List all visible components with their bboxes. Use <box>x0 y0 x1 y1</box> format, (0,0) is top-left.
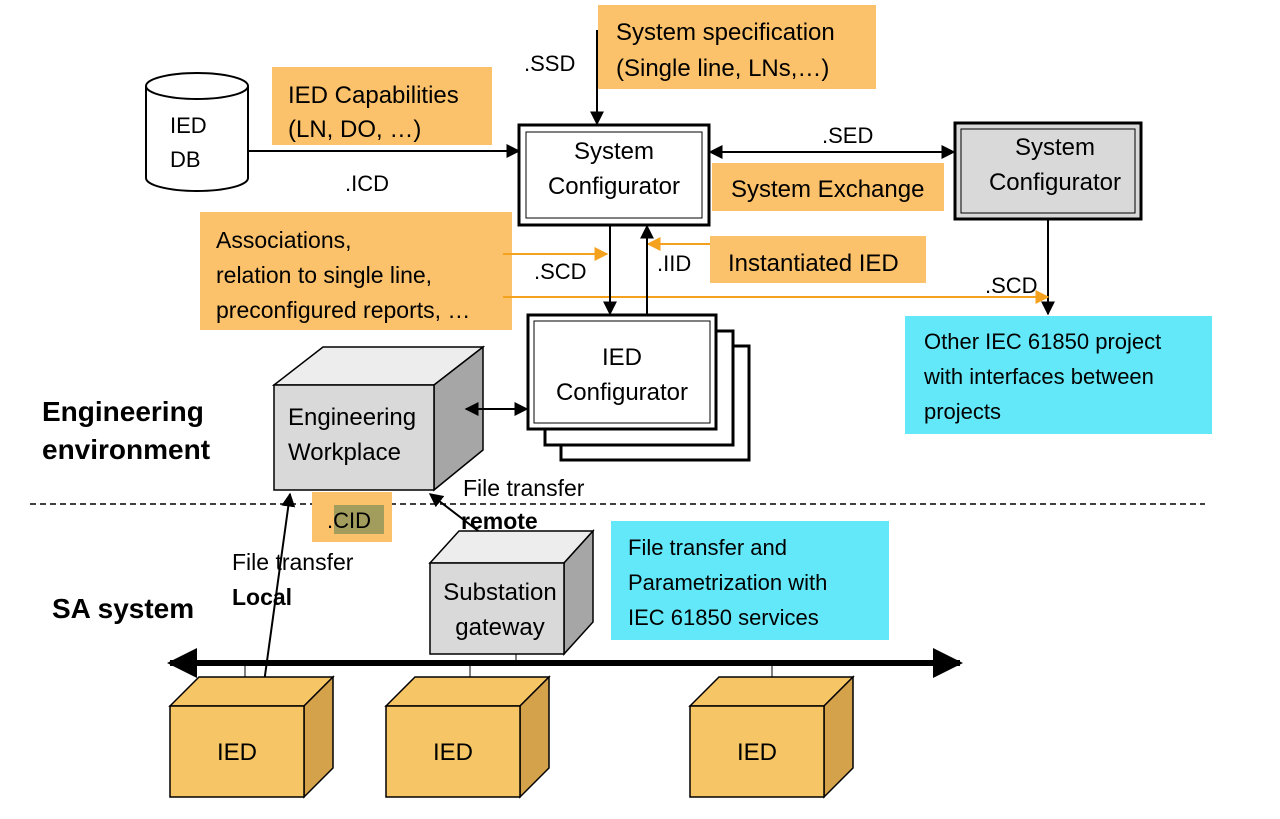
iid-file-label: .IID <box>657 251 691 276</box>
file-transfer-remote-line2: remote <box>461 508 538 534</box>
other-project-note: Other IEC 61850 project with interfaces … <box>905 316 1212 434</box>
associations-label: Associations, relation to single line, p… <box>200 212 512 330</box>
parametrization-note: File transfer and Parametrization with I… <box>611 521 889 640</box>
ied-device-3: IED <box>688 675 855 799</box>
svg-text:System specification: System specification <box>616 19 835 46</box>
svg-text:projects: projects <box>924 399 1001 424</box>
substation-gateway-box: Substation gateway <box>428 529 595 656</box>
instantiated-ied-label: Instantiated IED <box>710 236 926 283</box>
system-specification-label: System specification (Single line, LNs,…… <box>598 5 876 89</box>
svg-text:preconfigured reports, …: preconfigured reports, … <box>216 297 470 323</box>
svg-text:IED: IED <box>217 739 257 766</box>
sa-system-label: SA system <box>52 593 194 624</box>
file-transfer-local-line1: File transfer <box>232 549 354 575</box>
engineering-workplace-box: Engineering Workplace <box>271 345 486 492</box>
svg-text:relation to single line,: relation to single line, <box>216 262 432 288</box>
svg-text:System Exchange: System Exchange <box>731 176 924 203</box>
svg-text:gateway: gateway <box>455 614 544 641</box>
system-configurator-2-box: System Configurator <box>953 121 1143 221</box>
file-transfer-local-line2: Local <box>232 584 292 610</box>
svg-text:with interfaces between: with interfaces between <box>923 364 1154 389</box>
svg-text:Configurator: Configurator <box>556 379 688 406</box>
db-label-line2: DB <box>170 147 201 172</box>
svg-text:System: System <box>1015 134 1095 161</box>
sed-file-label: .SED <box>822 123 873 148</box>
icd-file-label: .ICD <box>345 171 389 196</box>
svg-text:IED: IED <box>602 344 642 371</box>
ied-configurator-box: IED Configurator <box>526 313 751 462</box>
svg-text:Substation: Substation <box>443 579 556 606</box>
system-exchange-label: System Exchange <box>712 163 944 211</box>
svg-text:IED: IED <box>433 739 473 766</box>
ied-device-2: IED <box>384 675 551 799</box>
svg-text:System: System <box>574 138 654 165</box>
svg-text:Configurator: Configurator <box>989 169 1121 196</box>
svg-text:(LN, DO, …): (LN, DO, …) <box>288 116 421 143</box>
svg-text:(Single line, LNs,…): (Single line, LNs,…) <box>616 55 829 82</box>
scd-other-file-label: .SCD <box>985 273 1038 298</box>
ssd-file-label: .SSD <box>524 51 575 76</box>
svg-text:Workplace: Workplace <box>288 439 401 466</box>
engineering-environment-line1: Engineering <box>42 396 204 427</box>
svg-text:Other IEC 61850 project: Other IEC 61850 project <box>924 329 1161 354</box>
system-configurator-box: System Configurator <box>517 123 711 227</box>
cid-label: .CID <box>312 492 392 542</box>
svg-text:IED: IED <box>737 739 777 766</box>
svg-text:File transfer and: File transfer and <box>628 535 787 560</box>
svg-text:IED Capabilities: IED Capabilities <box>288 82 459 109</box>
ied-db-cylinder: IED DB <box>145 72 249 192</box>
svg-text:Configurator: Configurator <box>548 173 680 200</box>
ied-device-1: IED <box>168 675 335 799</box>
svg-text:.CID: .CID <box>327 508 371 533</box>
file-transfer-remote-line1: File transfer <box>463 475 585 501</box>
scd-file-label: .SCD <box>534 259 587 284</box>
svg-text:Instantiated IED: Instantiated IED <box>728 250 899 277</box>
ied-capabilities-label: IED Capabilities (LN, DO, …) <box>272 67 492 145</box>
svg-text:IEC 61850 services: IEC 61850 services <box>628 605 819 630</box>
db-label-line1: IED <box>170 113 207 138</box>
svg-text:Associations,: Associations, <box>216 227 352 253</box>
svg-text:Engineering: Engineering <box>288 404 416 431</box>
svg-text:Parametrization with: Parametrization with <box>628 570 827 595</box>
engineering-environment-line2: environment <box>42 434 210 465</box>
